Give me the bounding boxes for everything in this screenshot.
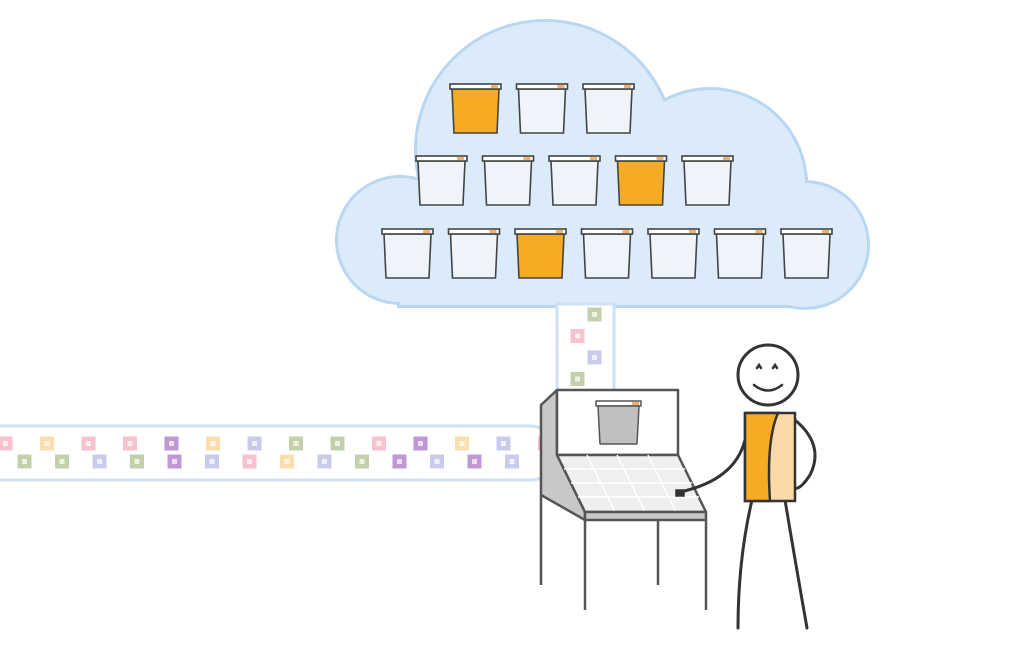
- data-file-icon: [316, 453, 333, 470]
- data-file-icon: [204, 453, 220, 470]
- data-file-icon: [454, 435, 470, 452]
- data-file-icon: [122, 435, 138, 452]
- data-file-icon: [54, 453, 70, 470]
- data-file-icon: [586, 349, 603, 366]
- bucket-icon: [381, 228, 434, 279]
- data-file-icon: [279, 453, 295, 470]
- bucket-icon: [713, 228, 767, 279]
- data-file-icon: [412, 435, 429, 452]
- data-file-icon: [569, 328, 586, 344]
- bucket-icon: [582, 83, 635, 134]
- data-file-icon: [288, 435, 304, 452]
- bucket-icon: [415, 155, 468, 206]
- data-file-icon: [586, 306, 603, 323]
- bucket-icon: [481, 155, 535, 206]
- bucket-icon: [614, 155, 668, 206]
- data-file-icon: [39, 435, 55, 452]
- data-file-icon: [166, 453, 183, 470]
- data-file-icon: [371, 435, 387, 452]
- data-file-icon: [329, 435, 346, 452]
- bucket-icon: [595, 400, 642, 445]
- bucket-icon: [647, 228, 700, 279]
- data-file-icon: [495, 435, 512, 452]
- bucket-icon: [447, 228, 501, 279]
- bucket-icon: [449, 83, 502, 134]
- data-file-icon: [0, 435, 14, 452]
- data-file-icon: [246, 435, 263, 452]
- bucket-icon: [580, 228, 634, 279]
- bucket-icon: [515, 83, 569, 134]
- bucket-icon: [780, 228, 833, 279]
- bucket-icon: [548, 155, 601, 206]
- horizontal-data-tube: [0, 424, 554, 482]
- bucket-icon: [514, 228, 567, 279]
- data-file-icon: [205, 435, 221, 452]
- data-file-icon: [391, 453, 408, 470]
- data-file-icon: [163, 435, 180, 452]
- data-file-icon: [80, 435, 97, 452]
- data-file-icon: [129, 453, 145, 470]
- data-file-icon: [429, 453, 445, 470]
- data-file-icon: [241, 453, 258, 470]
- person: [675, 343, 817, 630]
- upload-machine: [539, 388, 708, 610]
- data-file-icon: [569, 371, 586, 387]
- bucket-grid: [381, 83, 833, 279]
- data-file-icon: [91, 453, 108, 470]
- data-file-icon: [354, 453, 370, 470]
- person-head: [736, 343, 800, 407]
- data-file-icon: [466, 453, 483, 470]
- data-file-icon: [16, 453, 33, 470]
- data-file-icon: [504, 453, 520, 470]
- bucket-icon: [681, 155, 734, 206]
